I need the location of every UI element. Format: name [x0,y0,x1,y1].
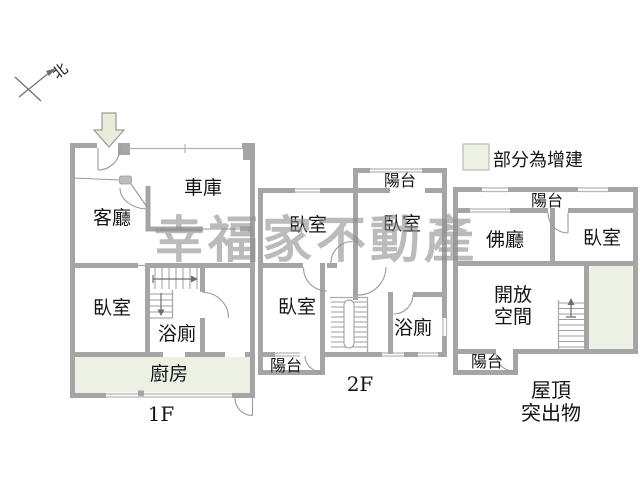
f2-outer-wall [258,168,447,375]
f1-kitchen-addition-area [75,357,250,393]
f2-wall-openings [295,167,448,358]
room-label-f1-bedroom: 臥室 [93,297,131,319]
roof-window-gap-1 [482,186,508,193]
f1-stairs [150,268,198,316]
floor-label-roof-line2: 突出物 [521,401,581,425]
f2-bedroom-left-door [330,240,353,264]
f1-hall-door-swing [202,291,230,319]
room-label-f2-balcony-bottom: 陽台 [270,356,302,375]
f2-balcony-door [304,355,323,373]
room-label-roof-balcony-bottom: 陽台 [471,352,503,371]
room-label-f2-bedroom-bottom: 臥室 [278,296,316,318]
f1-interior-walls [70,186,253,357]
f1-stair-arrowhead [191,275,198,283]
room-label-f2-bedroom-left: 臥室 [289,214,327,236]
roof-stair-arrowhead [567,298,575,305]
north-arrow-cross [14,76,42,102]
room-label-kitchen: 廚房 [150,362,188,385]
roof-windows [470,187,608,213]
f2-bedroom-bottom-door [302,267,328,292]
roof-doors [495,212,569,372]
f1-stair-arrow-line [152,275,191,283]
roof-window-gap-2 [578,186,608,193]
f2-window-gap-4 [418,351,438,358]
f2-doors [302,240,414,373]
north-label: 北 [48,59,71,82]
roof-interior-walls [455,208,636,354]
room-label-roof-balcony-top: 陽台 [531,191,563,210]
roof-stair-treads [559,302,586,348]
room-label-f2-bath: 浴廁 [394,316,432,339]
f2-window-gap-5 [441,318,448,336]
floor-label-roof-line1: 屋頂 [531,378,571,402]
roof-wall-openings [482,186,608,193]
roof-outer-wall [453,187,638,375]
floor-1f: 客廳 車庫 臥室 浴廁 廚房 1F [70,112,255,426]
roof-addition-area [589,266,633,349]
north-arrow-shaft [18,71,51,98]
f1-stair-down-arrowhead [157,309,165,316]
f1-corner-block [243,143,255,160]
f2-interior-walls [260,188,445,357]
f2-bath-door [393,294,414,315]
f1-entrance-stub [118,143,130,155]
f2-window-gap-3 [382,351,404,358]
f1-garage-door-swing [119,183,148,210]
room-label-f1-bath: 浴廁 [158,322,196,345]
room-label-buddha-hall: 佛廳 [486,229,524,251]
f2-window-gap-2 [370,167,422,174]
roof-balcony-door [547,212,569,234]
f1-doors [73,147,254,417]
f1-rear-door-swing [234,397,254,417]
roof-stairs [557,298,586,352]
entrance-arrow-icon [92,112,126,148]
floor-label-2f: 2F [347,372,374,396]
room-label-f2-balcony-top: 陽台 [384,171,416,190]
room-label-open-space-line1: 開放 [494,284,532,306]
f2-stair-frame [330,296,369,352]
roof-openspace-balcony-door [495,353,514,372]
f1-thin-partitions [138,228,240,319]
f1-entrance-door [97,147,121,171]
room-label-roof-bedroom: 臥室 [583,227,621,249]
room-label-open-space-line2: 空間 [494,306,532,328]
north-arrow-icon: 北 [14,59,71,102]
roof-stair-arrow-line [566,303,576,318]
floor-2f: 陽台 臥室 臥室 臥室 浴廁 陽台 2F [258,167,448,396]
f1-garage-door-line [128,144,243,153]
legend-addition-swatch [462,143,490,171]
f2-window-gap-1 [295,187,320,194]
room-label-living: 客廳 [93,207,131,229]
f1-living-partition-line [73,177,120,181]
f2-stairs [330,296,369,352]
f1-door-knob [119,175,132,185]
legend-label: 部分為增建 [493,150,583,171]
f1-rear-window-gap [106,392,232,399]
legend: 部分為增建 [462,143,583,171]
f2-stair-rail [343,299,355,349]
floor-roof: 陽台 佛廳 臥室 開放 空間 陽台 屋頂 突出物 [453,186,638,425]
north-arrowhead [46,68,56,76]
floor-label-1f: 1F [148,402,175,426]
room-label-garage: 車庫 [184,177,222,199]
room-label-f2-bedroom-right: 臥室 [383,213,421,235]
f2-bedroom-right-door [357,266,387,296]
watermark-text: 幸福家不動產 [154,211,478,269]
